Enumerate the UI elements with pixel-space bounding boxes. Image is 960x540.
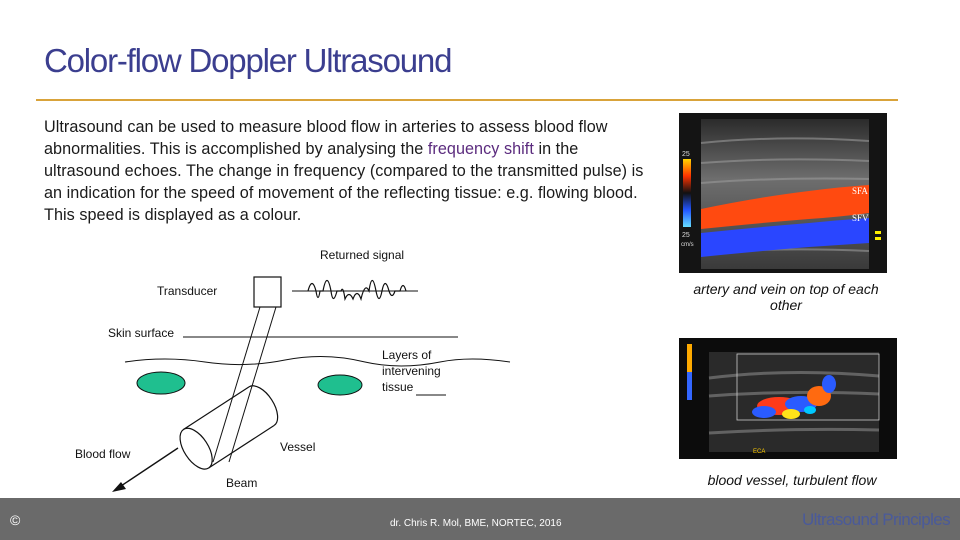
label-layers-line-1: Layers of	[382, 347, 462, 363]
label-blood-flow: Blood flow	[75, 447, 130, 461]
footer-credit: dr. Chris R. Mol, BME, NORTEC, 2016	[390, 518, 562, 529]
returned-signal-waveform	[308, 281, 406, 300]
label-skin-surface: Skin surface	[108, 326, 174, 340]
ultrasound-image-artery-vein: 25 25 cm/s SFA SFV	[679, 113, 887, 273]
label-layers-line-3: tissue	[382, 379, 462, 395]
label-returned-signal: Returned signal	[320, 248, 404, 262]
scale-top: 25	[682, 151, 690, 158]
ultrasound-image-turbulent: ECA	[679, 338, 897, 459]
caption-artery-vein: artery and vein on top of each other	[688, 281, 884, 313]
caption-turbulent: blood vessel, turbulent flow	[682, 472, 902, 488]
label-layers-line-2: intervening	[382, 363, 462, 379]
label-sfa: SFA	[852, 186, 868, 196]
course-title: Ultrasound Principles	[802, 510, 950, 530]
label-eca: ECA	[753, 449, 765, 455]
label-transducer: Transducer	[157, 284, 217, 298]
scale-bottom: 25	[682, 232, 690, 239]
label-sfv: SFV	[852, 213, 869, 223]
scale-unit: cm/s	[681, 242, 694, 248]
ultrasound-image-artery-vein-graphic: 25 25 cm/s SFA SFV	[679, 113, 887, 273]
label-vessel: Vessel	[280, 440, 315, 454]
transducer-box	[254, 277, 281, 307]
label-beam: Beam	[226, 476, 257, 490]
label-layers: Layers of intervening tissue	[382, 347, 462, 395]
copyright-symbol: ©	[10, 512, 20, 528]
ultrasound-image-turbulent-graphic: ECA	[679, 338, 897, 459]
tissue-ellipse-left	[137, 372, 185, 394]
vessel-cylinder	[174, 380, 285, 474]
tissue-ellipse-right	[318, 375, 362, 395]
